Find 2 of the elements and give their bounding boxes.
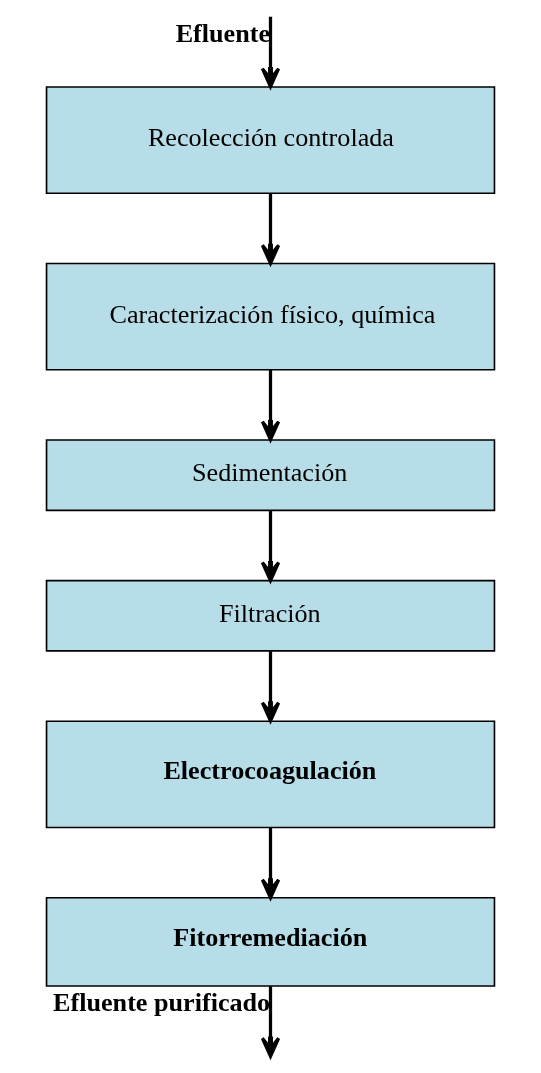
edge-label: Efluente purificado [53, 987, 271, 1017]
edge-label: Efluente [175, 18, 271, 48]
